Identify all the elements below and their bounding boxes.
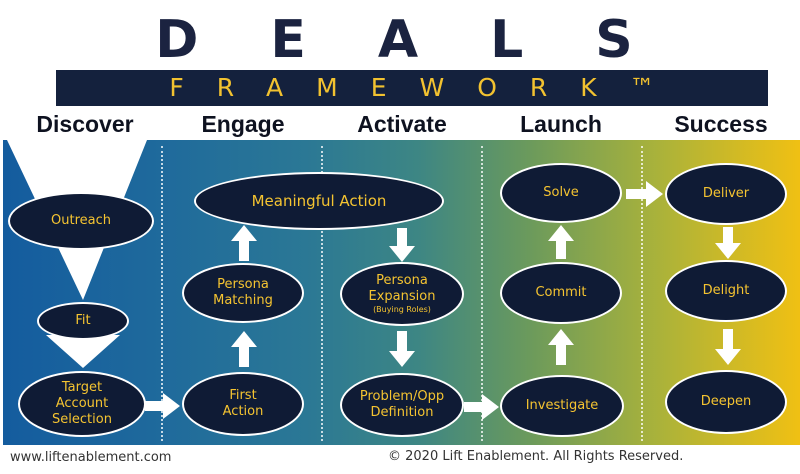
meaningful-action-node: Meaningful Action [194, 172, 444, 230]
deepen-node: Deepen [665, 370, 787, 434]
framework-subtitle: FRAMEWORK™ [169, 73, 688, 102]
investigate-node: Investigate [500, 375, 624, 437]
first-action-node: First Action [182, 372, 304, 436]
funnel-bottom-shape [46, 335, 120, 368]
persona-matching-line2: Matching [213, 293, 273, 308]
arrow-down-icon [389, 331, 415, 367]
persona-matching-line1: Persona [217, 277, 269, 292]
stage-divider [321, 146, 323, 441]
delight-node: Delight [665, 260, 787, 322]
solve-node: Solve [500, 163, 622, 223]
deals-title: DEALS [155, 10, 705, 70]
investigate-label: Investigate [525, 398, 599, 413]
copyright-text: © 2020 Lift Enablement. All Rights Reser… [388, 449, 684, 464]
website-link[interactable]: www.liftenablement.com [10, 450, 172, 465]
stage-divider [481, 146, 483, 441]
arrow-down-icon [715, 227, 741, 259]
arrow-up-icon [231, 331, 257, 367]
stage-engage: Engage [201, 111, 285, 137]
target-account-selection-node: Target Account Selection [18, 371, 146, 437]
target-label-line3: Selection [52, 412, 112, 427]
deliver-node: Deliver [665, 163, 787, 225]
stage-activate: Activate [357, 111, 447, 137]
buying-roles-label: (Buying Roles) [373, 305, 431, 314]
arrow-up-icon [231, 225, 257, 261]
arrow-down-icon [389, 228, 415, 262]
problem-opp-line1: Problem/Opp [359, 389, 445, 404]
stage-discover: Discover [36, 111, 134, 137]
meaningful-action-label: Meaningful Action [251, 192, 387, 210]
arrow-right-icon [145, 393, 180, 419]
arrow-right-icon [626, 181, 663, 207]
commit-node: Commit [500, 262, 622, 324]
target-label-line1: Target [61, 380, 103, 395]
fit-label: Fit [75, 313, 91, 328]
problem-opp-definition-node: Problem/Opp Definition [340, 373, 464, 437]
arrow-up-icon [548, 329, 574, 365]
delight-label: Delight [702, 283, 750, 298]
arrow-down-icon [715, 329, 741, 365]
target-label-line2: Account [55, 396, 109, 411]
outreach-node: Outreach [8, 192, 154, 250]
persona-matching-node: Persona Matching [182, 263, 304, 323]
deepen-label: Deepen [700, 394, 752, 409]
deliver-label: Deliver [702, 186, 750, 201]
stage-success: Success [674, 111, 768, 137]
problem-opp-line2: Definition [370, 405, 434, 420]
stage-divider [161, 146, 163, 441]
framework-banner: FRAMEWORK™ [56, 70, 768, 106]
persona-expansion-node: Persona Expansion (Buying Roles) [340, 262, 464, 326]
arrow-up-icon [548, 225, 574, 259]
arrow-right-icon [464, 394, 499, 420]
first-action-line2: Action [222, 404, 264, 419]
outreach-label: Outreach [51, 213, 111, 228]
solve-label: Solve [543, 185, 579, 200]
persona-expansion-line2: Expansion [368, 289, 436, 304]
persona-expansion-line1: Persona [376, 273, 428, 288]
commit-label: Commit [535, 285, 587, 300]
stage-divider [641, 146, 643, 441]
stage-launch: Launch [520, 111, 602, 137]
first-action-line1: First [229, 388, 257, 403]
fit-node: Fit [37, 302, 129, 340]
